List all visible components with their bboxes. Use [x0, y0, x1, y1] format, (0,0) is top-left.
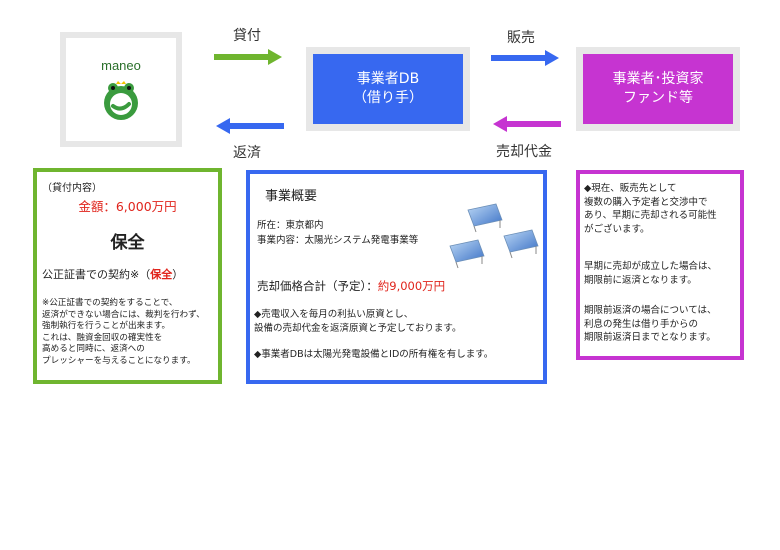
loan-details-panel: （貸付内容） 金額：6,000万円 保全 公正証書での契約※（保全） ※公正証書…	[33, 168, 222, 384]
solar-panels-icon	[449, 203, 539, 269]
bullet-line: ◆売電収入を毎月の利払い原資とし、	[254, 309, 414, 320]
bullet-line: ◆事業者DBは太陽光発電設備とIDの所有権を有します。	[254, 349, 494, 360]
sale-status-panel: ◆現在、販売先として 複数の購入予定者と交渉中で あり、早期に売却される可能性 …	[576, 170, 744, 360]
repay-arrow-icon	[216, 118, 284, 134]
sale-proceeds-arrow-icon	[493, 116, 561, 132]
loan-amount-label: 金額：	[78, 199, 116, 214]
investor-fund: ファンド等	[623, 90, 693, 106]
note-line: 高めると同時に、返済への	[42, 344, 145, 354]
loan-label: 貸付	[233, 28, 261, 44]
status-paragraph-2: 早期に売却が成立した場合は、 期限前に返済となります。	[584, 260, 717, 287]
status-line: 期限前返済の場合については、	[584, 305, 717, 316]
contract-highlight: 保全	[150, 268, 173, 281]
business-overview-panel: 事業概要 所在：東京都内 事業内容：太陽光システム発電事業等 売却価格合計（予定…	[246, 170, 547, 384]
sale-price-value: 約9,000万円	[377, 279, 446, 293]
sale-proceeds-label: 売却代金	[496, 144, 552, 160]
maneo-frog-logo-icon	[104, 81, 138, 120]
contract-suffix: ）	[172, 268, 184, 281]
status-line: がございます。	[584, 223, 650, 235]
status-line: ◆現在、販売先として	[584, 183, 677, 194]
loan-arrow-icon	[214, 49, 282, 65]
note-line: 返済ができない場合には、裁判を行わず、	[42, 309, 205, 320]
status-paragraph-3: 期限前返済の場合については、 利息の発生は借り手からの 期限前返済日までとなりま…	[584, 304, 717, 345]
security-title: 保全	[110, 233, 145, 253]
business-content: 事業内容：太陽光システム発電事業等	[257, 235, 419, 246]
loan-amount: 金額：6,000万円	[37, 196, 218, 215]
note-line: プレッシャーを与えることになります。	[42, 355, 196, 366]
borrower-role: （借り手）	[353, 90, 423, 106]
status-line: あり、早期に売却される可能性	[584, 210, 717, 221]
sale-arrow-icon	[491, 50, 559, 66]
loan-heading: （貸付内容）	[42, 183, 102, 194]
sale-price-label: 売却価格合計（予定）：	[257, 279, 378, 293]
business-bullet-1: ◆売電収入を毎月の利払い原資とし、 設備の売却代金を返済原資と予定しております。	[254, 308, 461, 336]
note-line: 強制執行を行うことが出来ます。	[42, 321, 171, 331]
note-line: ※公正証書での契約をすることで、	[42, 298, 178, 308]
business-bullet-2: ◆事業者DBは太陽光発電設備とIDの所有権を有します。	[254, 346, 493, 360]
maneo-node: maneo	[60, 32, 182, 147]
repay-label: 返済	[233, 145, 261, 161]
borrower-name: 事業者DB	[356, 71, 420, 87]
status-line: 複数の購入予定者と交渉中で	[584, 196, 708, 208]
investor-node: 事業者･投資家 ファンド等	[576, 47, 740, 131]
investor-name: 事業者･投資家	[612, 71, 704, 87]
business-title: 事業概要	[265, 189, 318, 204]
contract-line: 公正証書での契約※（保全）	[42, 266, 183, 282]
maneo-label: maneo	[101, 58, 141, 73]
contract-prefix: 公正証書での契約※（	[42, 268, 151, 281]
sale-price: 売却価格合計（予定）：約9,000万円	[257, 278, 445, 294]
status-line: 早期に売却が成立した場合は、	[584, 261, 718, 272]
status-line: 期限前返済日までとなります。	[584, 332, 716, 343]
borrower-node: 事業者DB （借り手）	[306, 47, 470, 131]
note-line: これは、融資金回収の確実性を	[42, 332, 163, 343]
sale-label: 販売	[507, 30, 535, 46]
status-paragraph-1: ◆現在、販売先として 複数の購入予定者と交渉中で あり、早期に売却される可能性 …	[584, 182, 717, 236]
loan-notes: ※公正証書での契約をすることで、 返済ができない場合には、裁判を行わず、 強制執…	[42, 298, 205, 367]
bullet-line: 設備の売却代金を返済原資と予定しております。	[254, 323, 462, 334]
status-line: 利息の発生は借り手からの	[584, 318, 699, 330]
loan-amount-value: 6,000万円	[115, 199, 177, 214]
business-location: 所在：東京都内	[257, 220, 324, 231]
status-line: 期限前に返済となります。	[584, 274, 697, 286]
